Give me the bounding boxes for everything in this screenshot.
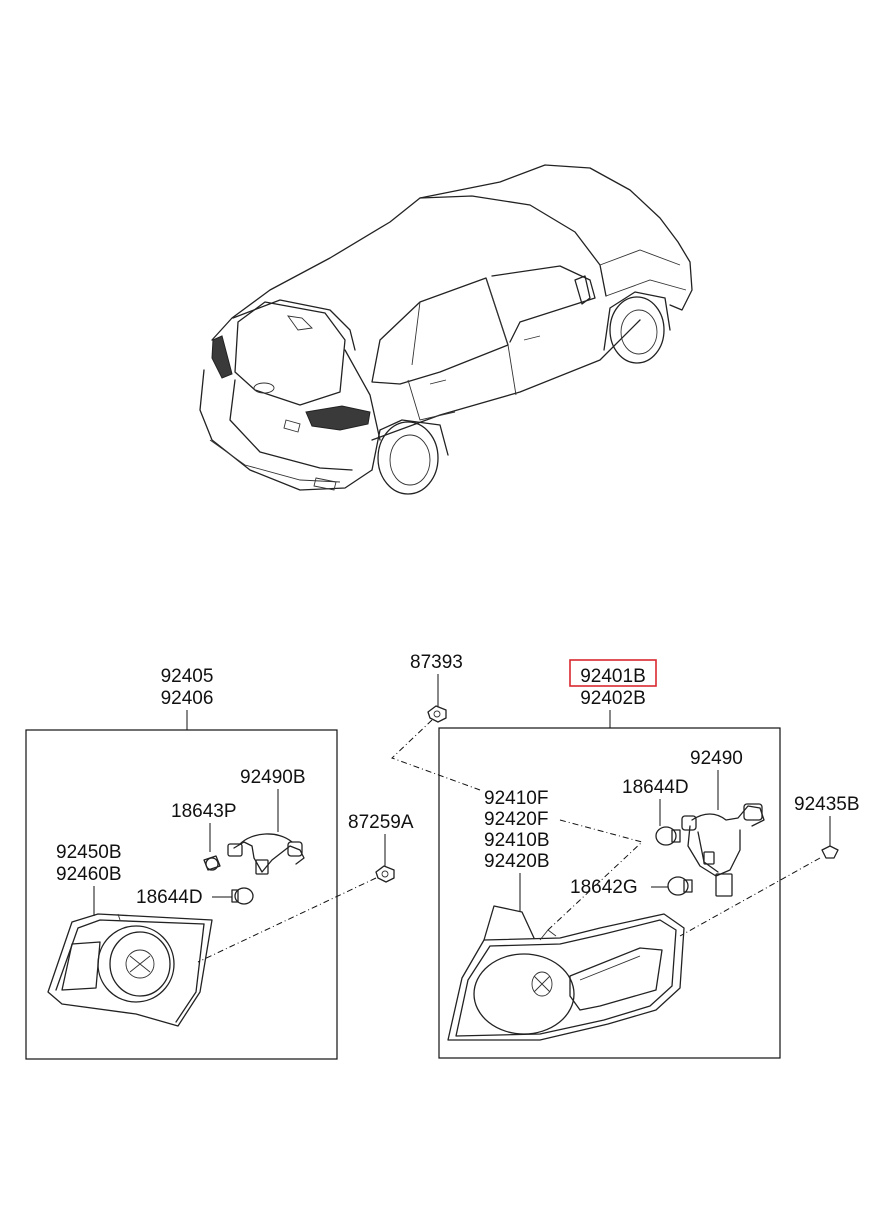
wiring-harness-drawing — [227, 833, 305, 875]
wiring-harness-right-drawing — [681, 803, 765, 897]
part-label-92401b[interactable]: 92401B — [580, 666, 646, 687]
right-assembly-box — [438, 727, 781, 1059]
part-label-18643p[interactable]: 18643P — [171, 801, 237, 822]
inner-lamp-drawing — [47, 913, 213, 1027]
part-label-18642g[interactable]: 18642G — [570, 877, 638, 898]
part-label-18644d-right[interactable]: 18644D — [622, 777, 689, 798]
nut-87393-drawing — [427, 705, 447, 723]
part-label-92410f[interactable]: 92410F — [484, 788, 548, 809]
dashed-connector — [547, 819, 643, 931]
middle-fasteners: 87393 87259A — [197, 652, 481, 963]
dashed-connector — [679, 857, 821, 937]
left-group: 92405 92406 92490B 18643P 92450B 92460B … — [25, 666, 338, 1060]
left-assembly-box — [25, 729, 338, 1060]
part-label-92405[interactable]: 92405 — [161, 666, 214, 687]
bulb-18644d-right-drawing — [655, 826, 681, 846]
part-label-92406[interactable]: 92406 — [161, 688, 214, 709]
vehicle-illustration — [199, 164, 693, 495]
part-label-87259a[interactable]: 87259A — [348, 812, 414, 833]
part-label-18644d-left[interactable]: 18644D — [136, 887, 203, 908]
bulb-small-drawing — [203, 855, 221, 871]
dashed-connector — [197, 877, 377, 963]
tail-lamp-right-shape — [305, 405, 371, 431]
outer-lamp-drawing — [447, 905, 685, 1041]
part-label-92420f[interactable]: 92420F — [484, 809, 548, 830]
right-group: 92401B 92402B 92490 18644D 92410F 92420F… — [438, 659, 860, 1059]
part-label-92402b[interactable]: 92402B — [580, 688, 646, 709]
dashed-connector — [391, 719, 481, 791]
tail-lamp-left-shape — [211, 335, 233, 379]
part-label-92490b[interactable]: 92490B — [240, 767, 306, 788]
bulb-large-drawing — [231, 887, 254, 905]
part-label-92450b[interactable]: 92450B — [56, 842, 122, 863]
part-label-92490[interactable]: 92490 — [690, 748, 743, 769]
part-label-92420b[interactable]: 92420B — [484, 851, 550, 872]
part-label-92435b[interactable]: 92435B — [794, 794, 860, 815]
part-label-92460b[interactable]: 92460B — [56, 864, 122, 885]
part-label-92410b[interactable]: 92410B — [484, 830, 550, 851]
bulb-18642g-drawing — [667, 876, 693, 896]
part-label-87393[interactable]: 87393 — [410, 652, 463, 673]
nut-87259a-drawing — [375, 865, 395, 883]
screw-92435b-drawing — [821, 845, 839, 859]
highlight-box-92401b — [569, 659, 657, 687]
